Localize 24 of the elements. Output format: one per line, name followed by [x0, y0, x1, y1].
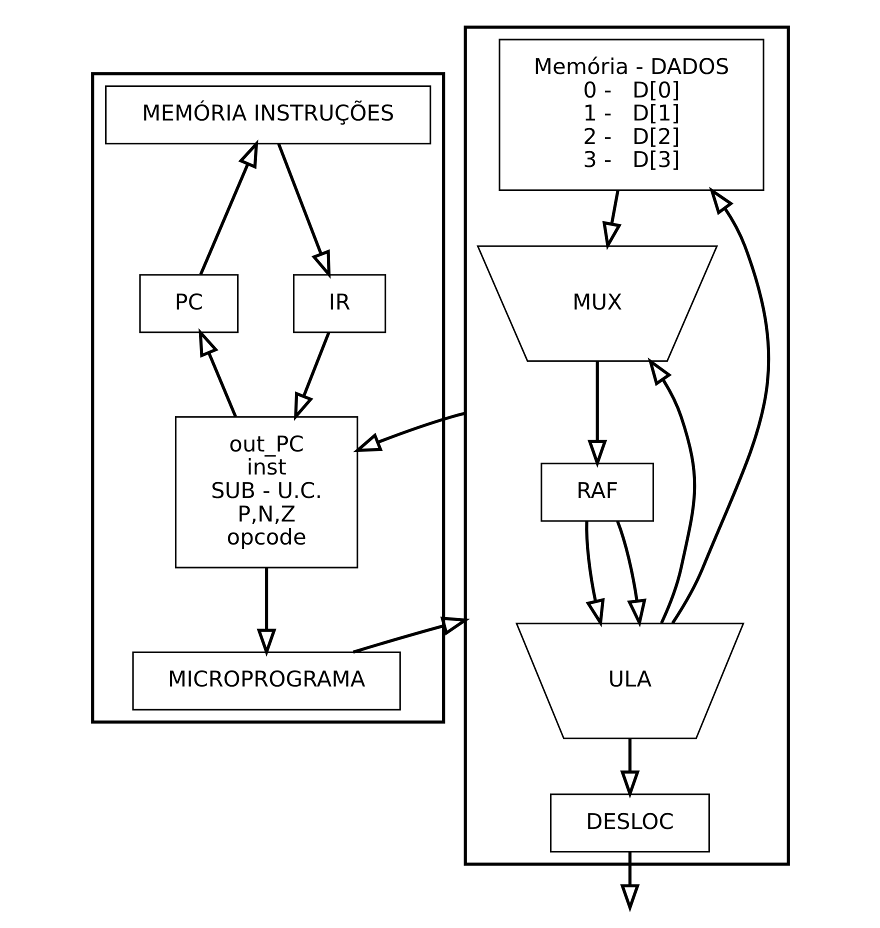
node-box: MICROPROGRAMA	[132, 651, 400, 710]
node-box: IR	[292, 274, 386, 334]
arrow	[602, 190, 622, 250]
arrow	[198, 328, 237, 418]
node-box: RAF	[540, 462, 654, 522]
arrow	[256, 568, 276, 657]
arrow	[293, 332, 330, 422]
arrow	[616, 520, 646, 628]
arrow	[276, 143, 330, 279]
arrow	[670, 186, 770, 624]
arrow	[352, 412, 466, 452]
cluster	[463, 26, 790, 866]
arrow	[620, 738, 640, 798]
node-box: out_PC inst SUB - U.C. P,N,Z opcode	[174, 416, 358, 568]
node-box: DESLOC	[549, 794, 710, 853]
node-box: Memória - DADOS 0 - D[0] 1 - D[1] 2 - D[2] 3 - D[3]	[498, 38, 764, 191]
node-box: PC	[138, 274, 238, 334]
arrow	[587, 361, 607, 468]
node-box: MEMÓRIA INSTRUÇÕES	[104, 85, 431, 144]
arrow	[198, 140, 258, 276]
arrow	[352, 616, 470, 654]
arrow	[584, 521, 604, 628]
arrow	[647, 358, 696, 624]
arrow	[620, 852, 640, 912]
